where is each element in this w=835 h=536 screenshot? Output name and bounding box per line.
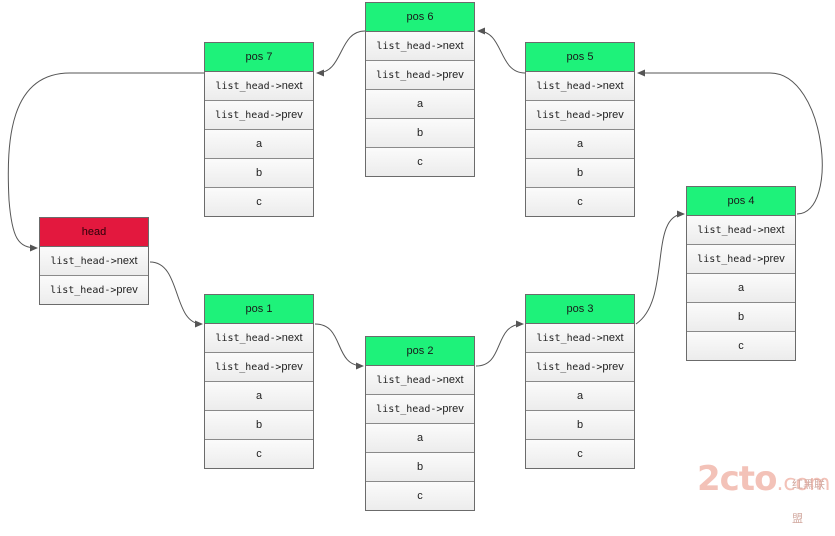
field-a: a [526, 382, 634, 411]
node-pos-3: pos 3 list_head->next list_head->prev a … [525, 294, 635, 469]
field-a: a [687, 274, 795, 303]
field-next: list_head->next [366, 32, 474, 61]
field-prev: list_head->prev [205, 353, 313, 382]
field-next: list_head->next [205, 324, 313, 353]
field-next: list_head->next [366, 366, 474, 395]
field-next: list_head->next [40, 247, 148, 276]
field-prev: list_head->prev [205, 101, 313, 130]
node-title: pos 1 [205, 295, 313, 324]
node-title: pos 5 [526, 43, 634, 72]
node-title: head [40, 218, 148, 247]
field-next: list_head->next [205, 72, 313, 101]
field-prev: list_head->prev [366, 395, 474, 424]
field-c: c [205, 440, 313, 468]
field-b: b [366, 119, 474, 148]
field-prev: list_head->prev [366, 61, 474, 90]
watermark-brand: 2cto [697, 459, 777, 499]
node-pos-2: pos 2 list_head->next list_head->prev a … [365, 336, 475, 511]
field-c: c [366, 482, 474, 510]
arrow-pos1-to-pos2 [314, 323, 364, 370]
watermark-tld: .com [776, 471, 831, 496]
field-c: c [526, 440, 634, 468]
arrow-pos5-to-pos6 [477, 27, 526, 74]
arrow-pos3-to-pos4 [635, 210, 685, 325]
node-title: pos 7 [205, 43, 313, 72]
arrow-head-to-pos1 [149, 261, 203, 328]
arrow-pos4-to-pos5 [637, 69, 823, 215]
arrow-pos7-to-head [7, 72, 204, 252]
field-b: b [205, 159, 313, 188]
field-prev: list_head->prev [687, 245, 795, 274]
field-prev: list_head->prev [526, 353, 634, 382]
node-pos-1: pos 1 list_head->next list_head->prev a … [204, 294, 314, 469]
node-title: pos 2 [366, 337, 474, 366]
site-watermark: 2cto.com 红黑联盟 [697, 459, 831, 525]
link-arrows [7, 27, 823, 370]
field-b: b [526, 411, 634, 440]
field-b: b [526, 159, 634, 188]
field-prev: list_head->prev [526, 101, 634, 130]
node-title: pos 3 [526, 295, 634, 324]
field-b: b [687, 303, 795, 332]
field-b: b [205, 411, 313, 440]
field-a: a [366, 424, 474, 453]
watermark-sub: 红黑联盟 [792, 478, 825, 525]
field-a: a [366, 90, 474, 119]
field-a: a [205, 382, 313, 411]
node-title: pos 6 [366, 3, 474, 32]
node-pos-4: pos 4 list_head->next list_head->prev a … [686, 186, 796, 361]
field-prev: list_head->prev [40, 276, 148, 304]
node-pos-7: pos 7 list_head->next list_head->prev a … [204, 42, 314, 217]
field-next: list_head->next [526, 324, 634, 353]
field-c: c [366, 148, 474, 176]
node-title: pos 4 [687, 187, 795, 216]
field-b: b [366, 453, 474, 482]
node-pos-5: pos 5 list_head->next list_head->prev a … [525, 42, 635, 217]
field-c: c [205, 188, 313, 216]
field-a: a [526, 130, 634, 159]
arrow-pos2-to-pos3 [475, 320, 524, 367]
field-c: c [526, 188, 634, 216]
field-c: c [687, 332, 795, 360]
node-head: head list_head->next list_head->prev [39, 217, 149, 305]
field-next: list_head->next [526, 72, 634, 101]
field-next: list_head->next [687, 216, 795, 245]
node-pos-6: pos 6 list_head->next list_head->prev a … [365, 2, 475, 177]
arrow-pos6-to-pos7 [316, 30, 366, 77]
field-a: a [205, 130, 313, 159]
